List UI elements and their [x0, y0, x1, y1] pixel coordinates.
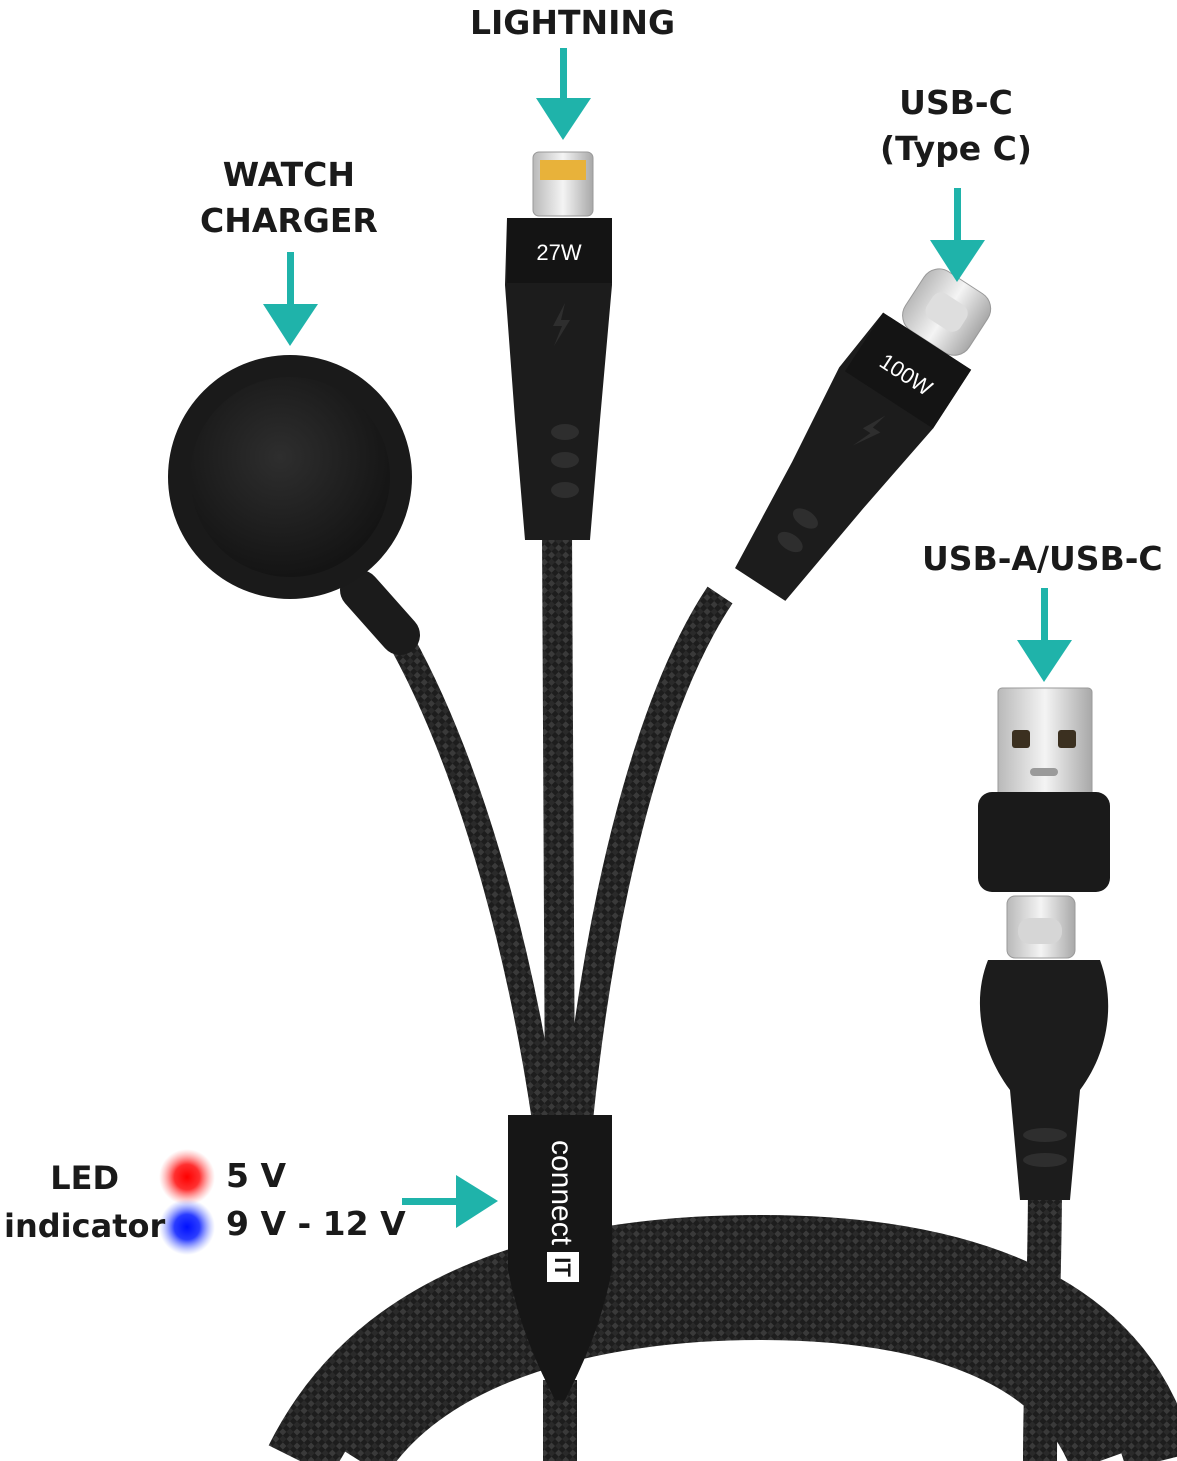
- bolt-icon: [553, 303, 570, 346]
- arrow-lightning: [536, 48, 591, 140]
- callout-arrows: [263, 48, 1072, 1228]
- led-red-dot: [159, 1149, 215, 1205]
- usb-a-usb-c-plug: [978, 687, 1110, 1200]
- led-blue-value: 9 V - 12 V: [226, 1204, 406, 1243]
- watch-charger-puck: [168, 355, 420, 655]
- label-usb-c: USB-C (Type C): [880, 80, 1032, 172]
- label-led-line2: indicator: [4, 1207, 166, 1245]
- label-lightning: LIGHTNING: [470, 3, 676, 42]
- brand-name-main: connect: [545, 1140, 578, 1246]
- label-led-indicator: LED indicator: [4, 1154, 165, 1250]
- label-watch-line1: WATCH: [222, 155, 356, 194]
- arrow-watch-charger: [263, 252, 318, 346]
- led-red-value: 5 V: [226, 1156, 286, 1195]
- bolt-icon: [852, 415, 886, 446]
- arrow-led-indicator: [402, 1175, 498, 1228]
- arrow-usb-a-usb-c: [1017, 588, 1072, 682]
- lightning-power-label: 27W: [536, 240, 581, 265]
- usb-c-plug: 100W: [735, 268, 992, 601]
- splitter-body: connect IT: [508, 1115, 612, 1400]
- cables: [383, 529, 1062, 1461]
- label-led-line1: LED: [50, 1159, 120, 1197]
- led-blue-dot: [159, 1199, 215, 1255]
- label-usb-c-line2: (Type C): [880, 129, 1032, 168]
- arrow-usb-c: [930, 188, 985, 282]
- brand-name-badge: IT: [550, 1257, 575, 1277]
- label-watch-charger: WATCH CHARGER: [200, 152, 378, 244]
- label-watch-line2: CHARGER: [200, 201, 378, 240]
- label-usb-c-line1: USB-C: [899, 83, 1013, 122]
- brand-logo: connect IT: [545, 1140, 579, 1282]
- label-usb-a-usb-c: USB-A/USB-C: [922, 539, 1163, 578]
- lightning-plug: 27W: [505, 151, 612, 540]
